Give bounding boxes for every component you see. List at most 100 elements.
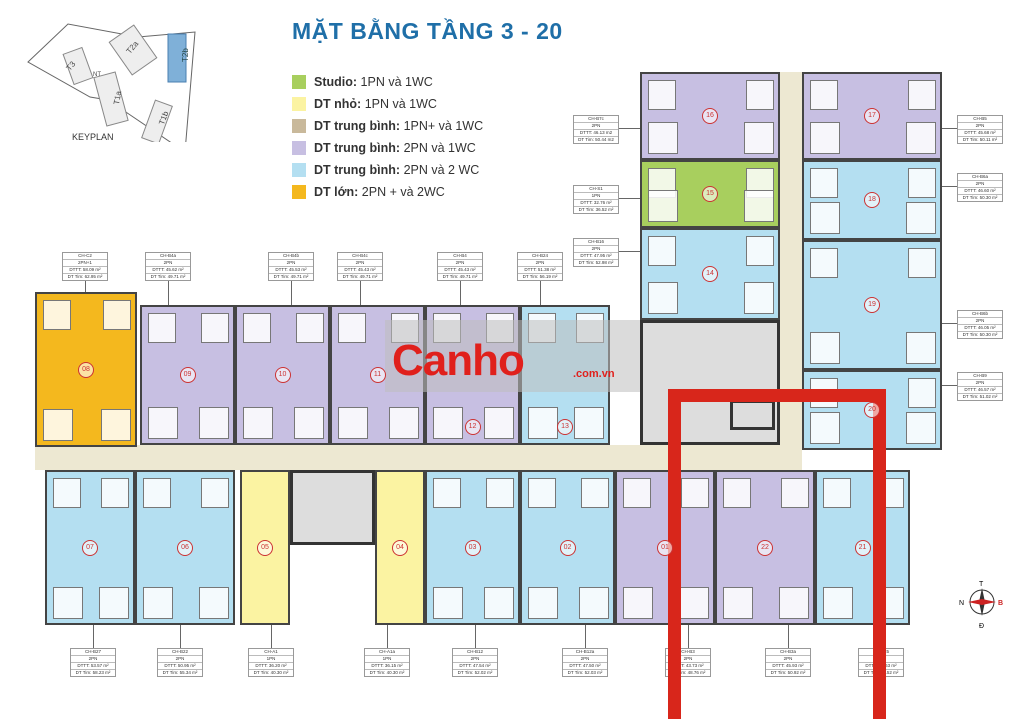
label-type: 1PN [365,656,409,663]
label-dttim: DT Tim: 40.30 m² [369,670,405,675]
room [528,587,558,619]
leader-line [475,625,476,648]
leader-line [688,625,689,648]
label-type: 2PN [269,260,313,267]
room [528,478,556,508]
room [908,378,936,408]
room [810,332,840,364]
legend-item-small: DT nhỏ: 1PN và 1WC [292,97,437,111]
label-code: CH-B12 [453,649,497,656]
apartment-unit-16: 16 [640,72,780,160]
leader-line [271,625,272,648]
room [823,587,853,619]
label-type: 2PN [453,656,497,663]
leader-line [360,281,361,305]
legend-desc: 1PN và 1WC [364,97,437,111]
label-dttt: DTTT: 32.76 m² [574,200,618,207]
stair-core-left [290,470,375,545]
label-code: CH-B9 [958,373,1002,380]
room [679,587,709,619]
unit-number: 21 [854,539,871,556]
unit-number: 14 [702,266,718,282]
leader-line [540,281,541,305]
label-dttt: DTTT: 45.43 m² [438,267,482,274]
label-dttim: DT Tim: 51.02 m² [962,394,998,399]
label-dttt: DTTT: 58.09 m² [63,267,107,274]
room [648,122,678,154]
room [243,407,273,439]
room [746,80,774,110]
apartment-unit-19: 19 [802,240,942,370]
unit-number: 07 [82,539,98,556]
highlight-outline [668,389,886,719]
label-dttt: DTTT: 45.68 m² [958,130,1002,137]
keyplan-label: KEYPLAN [72,132,114,142]
room [906,122,936,154]
label-dttim: DT Tim: 50.44 m2 [578,137,614,142]
unit-number: 17 [864,108,880,124]
apartment-unit-08: 08 [35,292,137,447]
label-dttim: DT Tim: 49.71 m² [342,274,378,279]
apartment-unit-18: 18 [802,160,942,240]
room [143,478,171,508]
room [723,587,753,619]
label-dttt: DTTT: 46.13 m2 [574,130,618,137]
room [906,202,936,234]
room [53,478,81,508]
leader-line [291,281,292,305]
room [148,407,178,439]
label-dttt: DTTT: 45.62 m² [146,267,190,274]
room [338,313,366,343]
label-dttt: DTTT: 50.95 m² [158,663,202,670]
room [908,168,936,198]
compass-north: T [979,581,984,588]
leader-line [85,281,86,292]
unit-number: 04 [392,539,408,556]
unit-number: 15 [702,186,718,202]
room [484,407,514,439]
label-type: 2PN [146,260,190,267]
room [103,300,131,330]
label-code: CH-S1 [574,186,618,193]
unit-number: 22 [757,539,773,556]
label-dttim: DT Tim: 50.11 m² [962,137,998,142]
leader-line [942,128,957,129]
label-code: CH-B4a [146,253,190,260]
label-code: CH-B22 [158,649,202,656]
compass-south: Đ [979,623,984,630]
label-code: CH-B3a [766,649,810,656]
label-type: 2PN [158,656,202,663]
room [781,478,809,508]
room [579,587,609,619]
legend-item-mid3: DT trung bình: 2PN và 2 WC [292,163,479,177]
room [810,168,838,198]
room [906,332,936,364]
legend-name: DT nhỏ: [314,97,362,111]
room [294,407,324,439]
label-type: 2PN [958,380,1002,387]
label-type: 2PN [958,318,1002,325]
label-code: CH-B3 [666,649,710,656]
page-title: MẶT BẰNG TẦNG 3 - 20 [292,18,563,44]
legend-item-mid1: DT trung bình: 1PN+ và 1WC [292,119,483,133]
leader-line [93,625,94,648]
label-dttim: DT Tim: 49.71 m² [442,274,478,279]
label-type: 1PN [249,656,293,663]
room [99,587,129,619]
watermark-domain: .com.vn [573,368,615,380]
legend-text: DT trung bình: 2PN và 2 WC [314,163,479,177]
unit-number: 19 [864,297,880,313]
unit-number: 16 [702,108,718,124]
label-code: CH-B5 [958,116,1002,123]
leader-line [942,385,957,386]
watermark-brand: Canho [392,336,525,385]
compass-east: B [998,600,1003,607]
label-code: CH-C2 [63,253,107,260]
legend-text: Studio: 1PN và 1WC [314,75,433,89]
